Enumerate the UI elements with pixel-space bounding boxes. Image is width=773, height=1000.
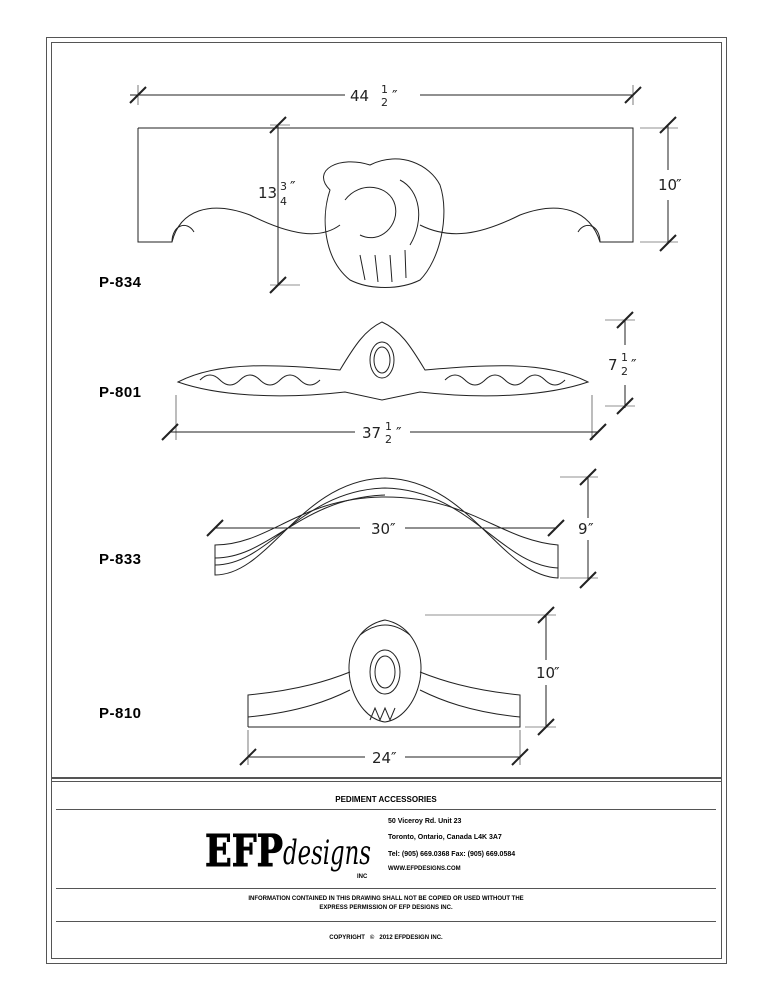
p810-height-unit: ″ [554, 664, 560, 682]
part-p834-drawing [137, 127, 634, 288]
dimension-p833-width [206, 519, 565, 537]
p833-width-unit: ″ [390, 520, 396, 538]
copyright: COPYRIGHT © 2012 EFPDESIGN INC. [329, 935, 443, 941]
part-label-p810: P-810 [99, 705, 142, 722]
part-label-p833: P-833 [99, 551, 142, 568]
titleblock-divider [56, 888, 716, 889]
titleblock-divider [56, 809, 716, 810]
p833-width-whole: 30 [371, 520, 390, 538]
notice-line-2: EXPRESS PERMISSION OF EFP DESIGNS INC. [319, 905, 453, 911]
p801-width-whole: 37 [362, 424, 381, 442]
p834-side-whole: 10 [658, 176, 677, 194]
p801-width-unit: ″ [396, 424, 402, 442]
p801-height-num: 1 [621, 351, 628, 364]
drawing-border-inner [51, 42, 722, 959]
p801-width-num: 1 [385, 420, 392, 433]
p834-height-whole: 13 [258, 184, 277, 202]
dimension-labels: 44 1 2 ″ 13 3 4 ″ 10 ″ 37 1 2 ″ 7 1 2 ″ … [258, 83, 682, 767]
svg-text:EFP: EFP [205, 826, 283, 877]
phone-fax: Tel: (905) 669.0368 Fax: (905) 669.0584 [388, 851, 516, 858]
notice-line-1: INFORMATION CONTAINED IN THIS DRAWING SH… [248, 896, 524, 902]
p810-width-unit: ″ [391, 749, 397, 767]
titleblock-title: PEDIMENT ACCESSORIES [335, 795, 437, 804]
part-p801-drawing [176, 321, 590, 401]
efp-designs-logo: EFP designs INC [205, 818, 380, 893]
part-label-p801: P-801 [99, 384, 142, 401]
part-p810-drawing [247, 619, 521, 728]
p833-height-whole: 9 [578, 520, 588, 538]
p834-width-num: 1 [381, 83, 388, 96]
p833-height-unit: ″ [588, 520, 594, 538]
titleblock-top-border [51, 777, 721, 779]
dimension-p801-height [605, 311, 635, 415]
dimension-p810-width [239, 730, 529, 766]
svg-text:INC: INC [357, 874, 368, 880]
p810-width-whole: 24 [372, 749, 391, 767]
titleblock-divider [51, 781, 721, 782]
website: www.efpdesigns.com [388, 866, 461, 872]
p801-height-unit: ″ [631, 356, 637, 374]
address-line-2: Toronto, Ontario, Canada L4K 3A7 [388, 834, 502, 841]
dimension-p801-width [161, 395, 607, 441]
drawing-border-outer [46, 37, 727, 964]
p801-height-whole: 7 [608, 356, 618, 374]
p801-width-den: 2 [385, 433, 392, 446]
p834-width-whole: 44 [350, 87, 369, 105]
titleblock-divider [56, 921, 716, 922]
address-line-1: 50 Viceroy Rd. Unit 23 [388, 818, 462, 825]
p834-width-den: 2 [381, 96, 388, 109]
p834-height-unit: ″ [290, 178, 296, 196]
dimension-p810-height [425, 606, 556, 736]
p834-height-num: 3 [280, 180, 287, 193]
p834-side-unit: ″ [676, 176, 682, 194]
svg-text:designs: designs [283, 833, 371, 873]
logo-graphic: EFP designs INC [205, 826, 372, 881]
dimension-p834-height [269, 116, 300, 294]
dimension-p834-side [640, 116, 678, 252]
dimension-p833-height [560, 468, 598, 589]
part-label-p834: P-834 [99, 274, 142, 291]
p801-height-den: 2 [621, 365, 628, 378]
p834-width-unit: ″ [392, 87, 398, 105]
p810-height-whole: 10 [536, 664, 555, 682]
p834-height-den: 4 [280, 195, 287, 208]
dimension-p834-width [129, 85, 642, 105]
